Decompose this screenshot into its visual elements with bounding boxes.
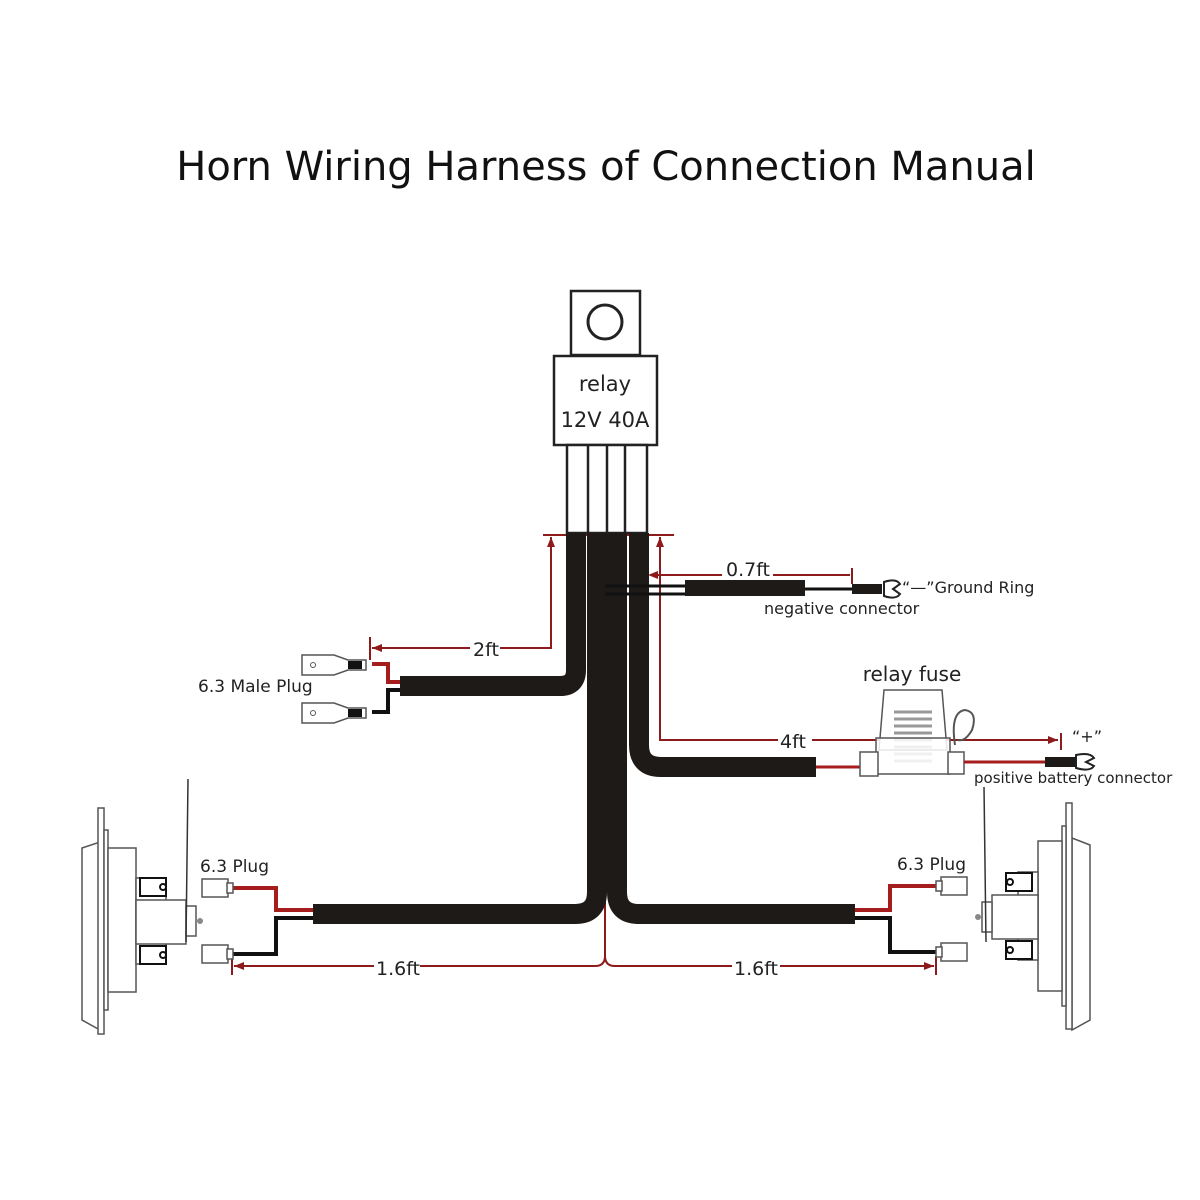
relay-fuse-label: relay fuse (863, 662, 962, 686)
left-horn-plug-label: 6.3 Plug (200, 857, 269, 877)
right-horn (975, 786, 1091, 1032)
positive-symbol: “+” (1072, 727, 1102, 746)
switch-cable (400, 533, 586, 696)
switch-length-label: 2ft (473, 639, 499, 661)
battery-length-label: 4ft (780, 731, 806, 753)
ground-ring-label: “—”Ground Ring (902, 578, 1034, 597)
right-horn-plug-label: 6.3 Plug (897, 855, 966, 875)
right-plug-bottom (935, 942, 968, 962)
relay-fuse (859, 689, 975, 777)
positive-ring-icon (1075, 753, 1096, 771)
right-horn-length-label: 1.6ft (734, 958, 778, 980)
relay-mount-hole-icon (586, 303, 624, 341)
left-plug-bottom (201, 944, 234, 964)
relay-label: relay (579, 372, 631, 396)
negative-connector-label: negative connector (764, 599, 920, 618)
battery-cable (629, 533, 816, 777)
positive-battery-connector-label: positive battery connector (974, 769, 1173, 787)
relay-rating: 12V 40A (561, 408, 650, 432)
male-plug-label: 6.3 Male Plug (198, 677, 313, 697)
male-plug-bottom (301, 702, 367, 724)
relay-mount-tab (569, 289, 642, 357)
left-plug-top (201, 878, 234, 898)
harness-cables (313, 533, 882, 924)
ground-sleeve (685, 580, 805, 596)
ground-ring-icon (883, 579, 902, 599)
left-horn-cable (313, 533, 607, 924)
relay: relay 12V 40A (552, 289, 659, 535)
right-horn-cable (607, 533, 855, 924)
left-horn-length-label: 1.6ft (376, 958, 420, 980)
male-plug-top (301, 654, 367, 676)
right-plug-top (935, 876, 968, 896)
diagram-title: Horn Wiring Harness of Connection Manual (176, 144, 1036, 190)
left-horn (81, 778, 203, 1035)
ground-length-label: 0.7ft (726, 559, 770, 581)
